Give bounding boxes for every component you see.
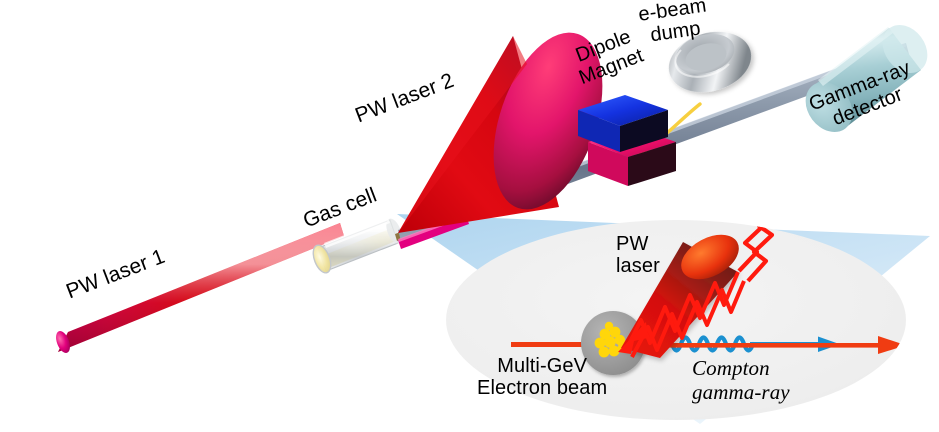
inset-transmitted-beam-arrow bbox=[627, 336, 906, 354]
gas-cell bbox=[312, 218, 402, 274]
label-inset-compton-gamma-ray-line2: gamma-ray bbox=[692, 379, 790, 404]
e-beam-dump bbox=[668, 31, 752, 93]
magnet-pole-north bbox=[578, 95, 668, 152]
pw-laser-1-beam bbox=[56, 223, 344, 353]
label-inset-pw-laser-line2: laser bbox=[616, 255, 660, 278]
label-inset-pw-laser-line1: PW bbox=[616, 233, 649, 255]
label-inset-compton-gamma-ray: Compton gamma-ray bbox=[692, 356, 790, 404]
pw-laser-2-cone bbox=[398, 32, 603, 233]
gamma-ray-detector bbox=[805, 24, 928, 132]
label-inset-electron-beam: Multi-GeV Electron beam bbox=[477, 355, 607, 400]
label-inset-electron-beam-line1: Multi-GeV bbox=[497, 355, 588, 377]
label-inset-compton-gamma-ray-line1: Compton bbox=[692, 356, 770, 380]
label-inset-pw-laser: PW laser bbox=[616, 233, 660, 278]
label-inset-electron-beam-line2: Electron beam bbox=[477, 377, 608, 400]
dipole-magnet bbox=[578, 95, 676, 186]
